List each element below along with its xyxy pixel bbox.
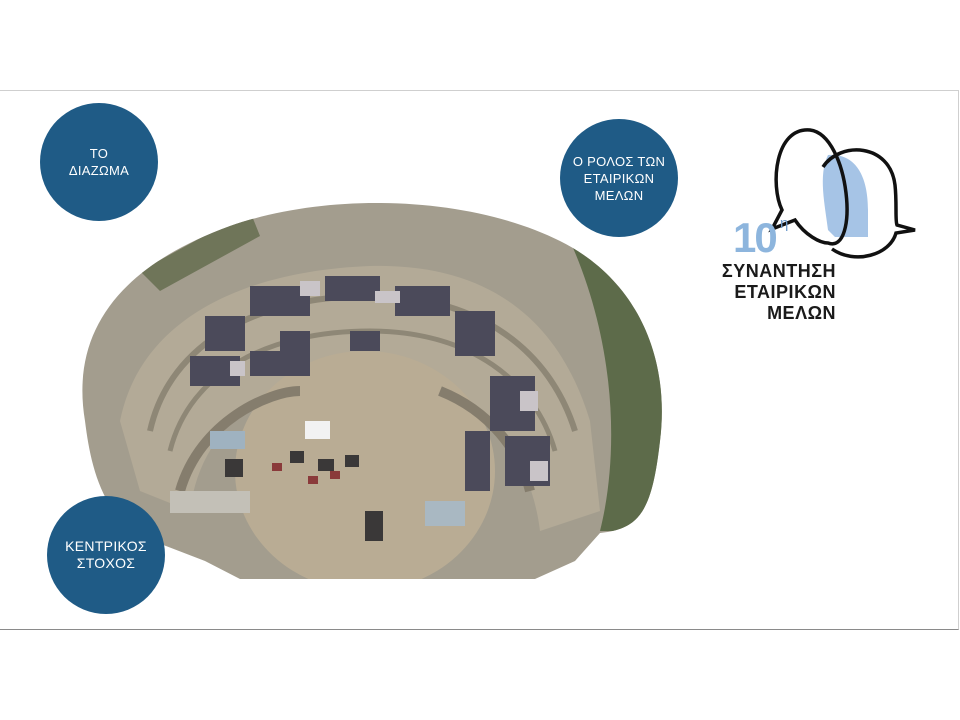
- meeting-logo: 10 η ΣΥΝΑΝΤΗΣΗ ΕΤΑΙΡΙΚΩΝ ΜΕΛΩΝ: [700, 125, 930, 325]
- presentation-slide: ΤΟ ΔΙΑΖΩΜΑ Ο ΡΟΛΟΣ ΤΩΝ ΕΤΑΙΡΙΚΩΝ ΜΕΛΩΝ Κ…: [0, 90, 959, 630]
- meeting-title-line-3: ΜΕΛΩΝ: [767, 303, 836, 323]
- meeting-number: 10: [733, 214, 778, 261]
- speech-bubbles-logo-icon: [768, 128, 916, 259]
- meeting-title-line-2: ΕΤΑΙΡΙΚΩΝ: [734, 282, 836, 302]
- meeting-number-suffix: η: [780, 215, 789, 232]
- member-role-circle-button[interactable]: Ο ΡΟΛΟΣ ΤΩΝ ΕΤΑΙΡΙΚΩΝ ΜΕΛΩΝ: [560, 119, 678, 237]
- diazoma-circle-button[interactable]: ΤΟ ΔΙΑΖΩΜΑ: [40, 103, 158, 221]
- central-goal-circle-button[interactable]: ΚΕΝΤΡΙΚΟΣ ΣΤΟΧΟΣ: [47, 496, 165, 614]
- aerial-theatre-photo: [82, 203, 662, 579]
- meeting-title: ΣΥΝΑΝΤΗΣΗ ΕΤΑΙΡΙΚΩΝ ΜΕΛΩΝ: [722, 261, 836, 324]
- meeting-title-line-1: ΣΥΝΑΝΤΗΣΗ: [721, 261, 836, 281]
